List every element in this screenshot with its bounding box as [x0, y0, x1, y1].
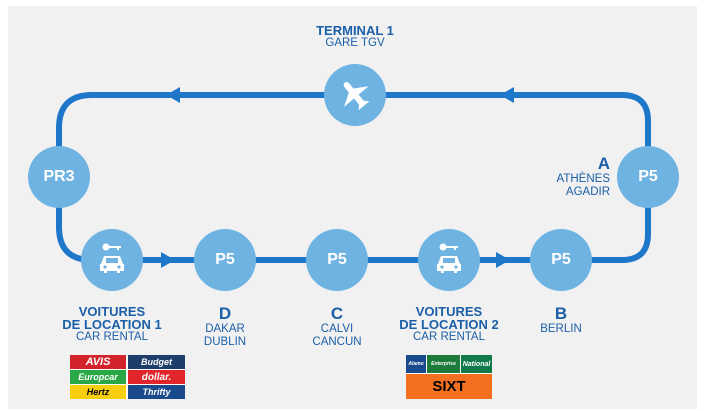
terminal-sub: GARE TGV	[325, 37, 385, 49]
stop-a-line2: AGADIR	[565, 186, 610, 198]
pr3-node	[28, 146, 90, 208]
brand-logo: SIXT	[406, 374, 492, 399]
brand-logo: Enterprise	[427, 355, 460, 373]
p5-d-label: P5	[215, 251, 235, 268]
p5-right-label: P5	[638, 168, 658, 185]
stop-d-letter: D	[218, 304, 232, 323]
rental2-line3: CAR RENTAL	[413, 331, 485, 343]
stop-a-label: A ATHÈNES AGADIR	[530, 155, 610, 199]
brand-logo: Alamo	[406, 355, 426, 373]
rental1-label: VOITURES DE LOCATION 1 CAR RENTAL	[62, 305, 162, 344]
stop-b-label: B BERLIN	[521, 305, 601, 336]
rental2-line2: DE LOCATION 2	[399, 317, 499, 332]
stop-d-line2: DUBLIN	[203, 336, 247, 348]
p5-d-node	[194, 229, 256, 291]
terminal-name: TERMINAL 1	[316, 23, 394, 38]
stop-d-label: D DAKAR DUBLIN	[185, 305, 265, 349]
brand-logo: Budget	[128, 355, 185, 369]
p5-c-node	[306, 229, 368, 291]
p5-b-node	[530, 229, 592, 291]
brand-logo: AVIS	[70, 355, 126, 369]
route-arrow-top-left	[166, 87, 180, 103]
rental1-line1: VOITURES	[78, 304, 146, 319]
brand-logo: Thrifty	[128, 385, 185, 399]
rental2-line1: VOITURES	[415, 304, 483, 319]
stop-a-letter: A	[597, 154, 610, 173]
stop-c-line2: CANCUN	[312, 336, 362, 348]
stop-d-line1: DAKAR	[205, 323, 245, 335]
pr3-label: PR3	[43, 168, 75, 185]
route-arrow-bottom-2	[496, 252, 510, 268]
brand-logo: Europcar	[70, 370, 126, 384]
stop-c-line1: CALVI	[320, 323, 354, 335]
route-arrow-top-right	[500, 87, 514, 103]
stop-b-letter: B	[554, 304, 568, 323]
rental1-line2: DE LOCATION 1	[62, 317, 162, 332]
rental2-label: VOITURES DE LOCATION 2 CAR RENTAL	[399, 305, 499, 344]
stop-a-line1: ATHÈNES	[556, 173, 610, 185]
brand-logo: dollar.	[128, 370, 185, 384]
stop-b-line1: BERLIN	[540, 323, 582, 335]
p5-b-label: P5	[551, 251, 571, 268]
car-key-icon	[100, 243, 124, 273]
stop-c-letter: C	[330, 304, 344, 323]
rental2-logos: Alamo Enterprise National SIXT	[406, 355, 492, 399]
p5-right-node	[617, 146, 679, 208]
brand-logo: Hertz	[70, 385, 126, 399]
route-arrow-bottom-1	[161, 252, 175, 268]
terminal-label: TERMINAL 1 GARE TGV	[305, 24, 405, 50]
p5-c-label: P5	[327, 251, 347, 268]
car-key-icon	[437, 243, 461, 273]
rental1-logos: AVIS Budget Europcar dollar. Hertz Thrif…	[70, 355, 185, 399]
rental1-line3: CAR RENTAL	[76, 331, 148, 343]
stop-c-label: C CALVI CANCUN	[297, 305, 377, 349]
brand-logo: National	[461, 355, 492, 373]
